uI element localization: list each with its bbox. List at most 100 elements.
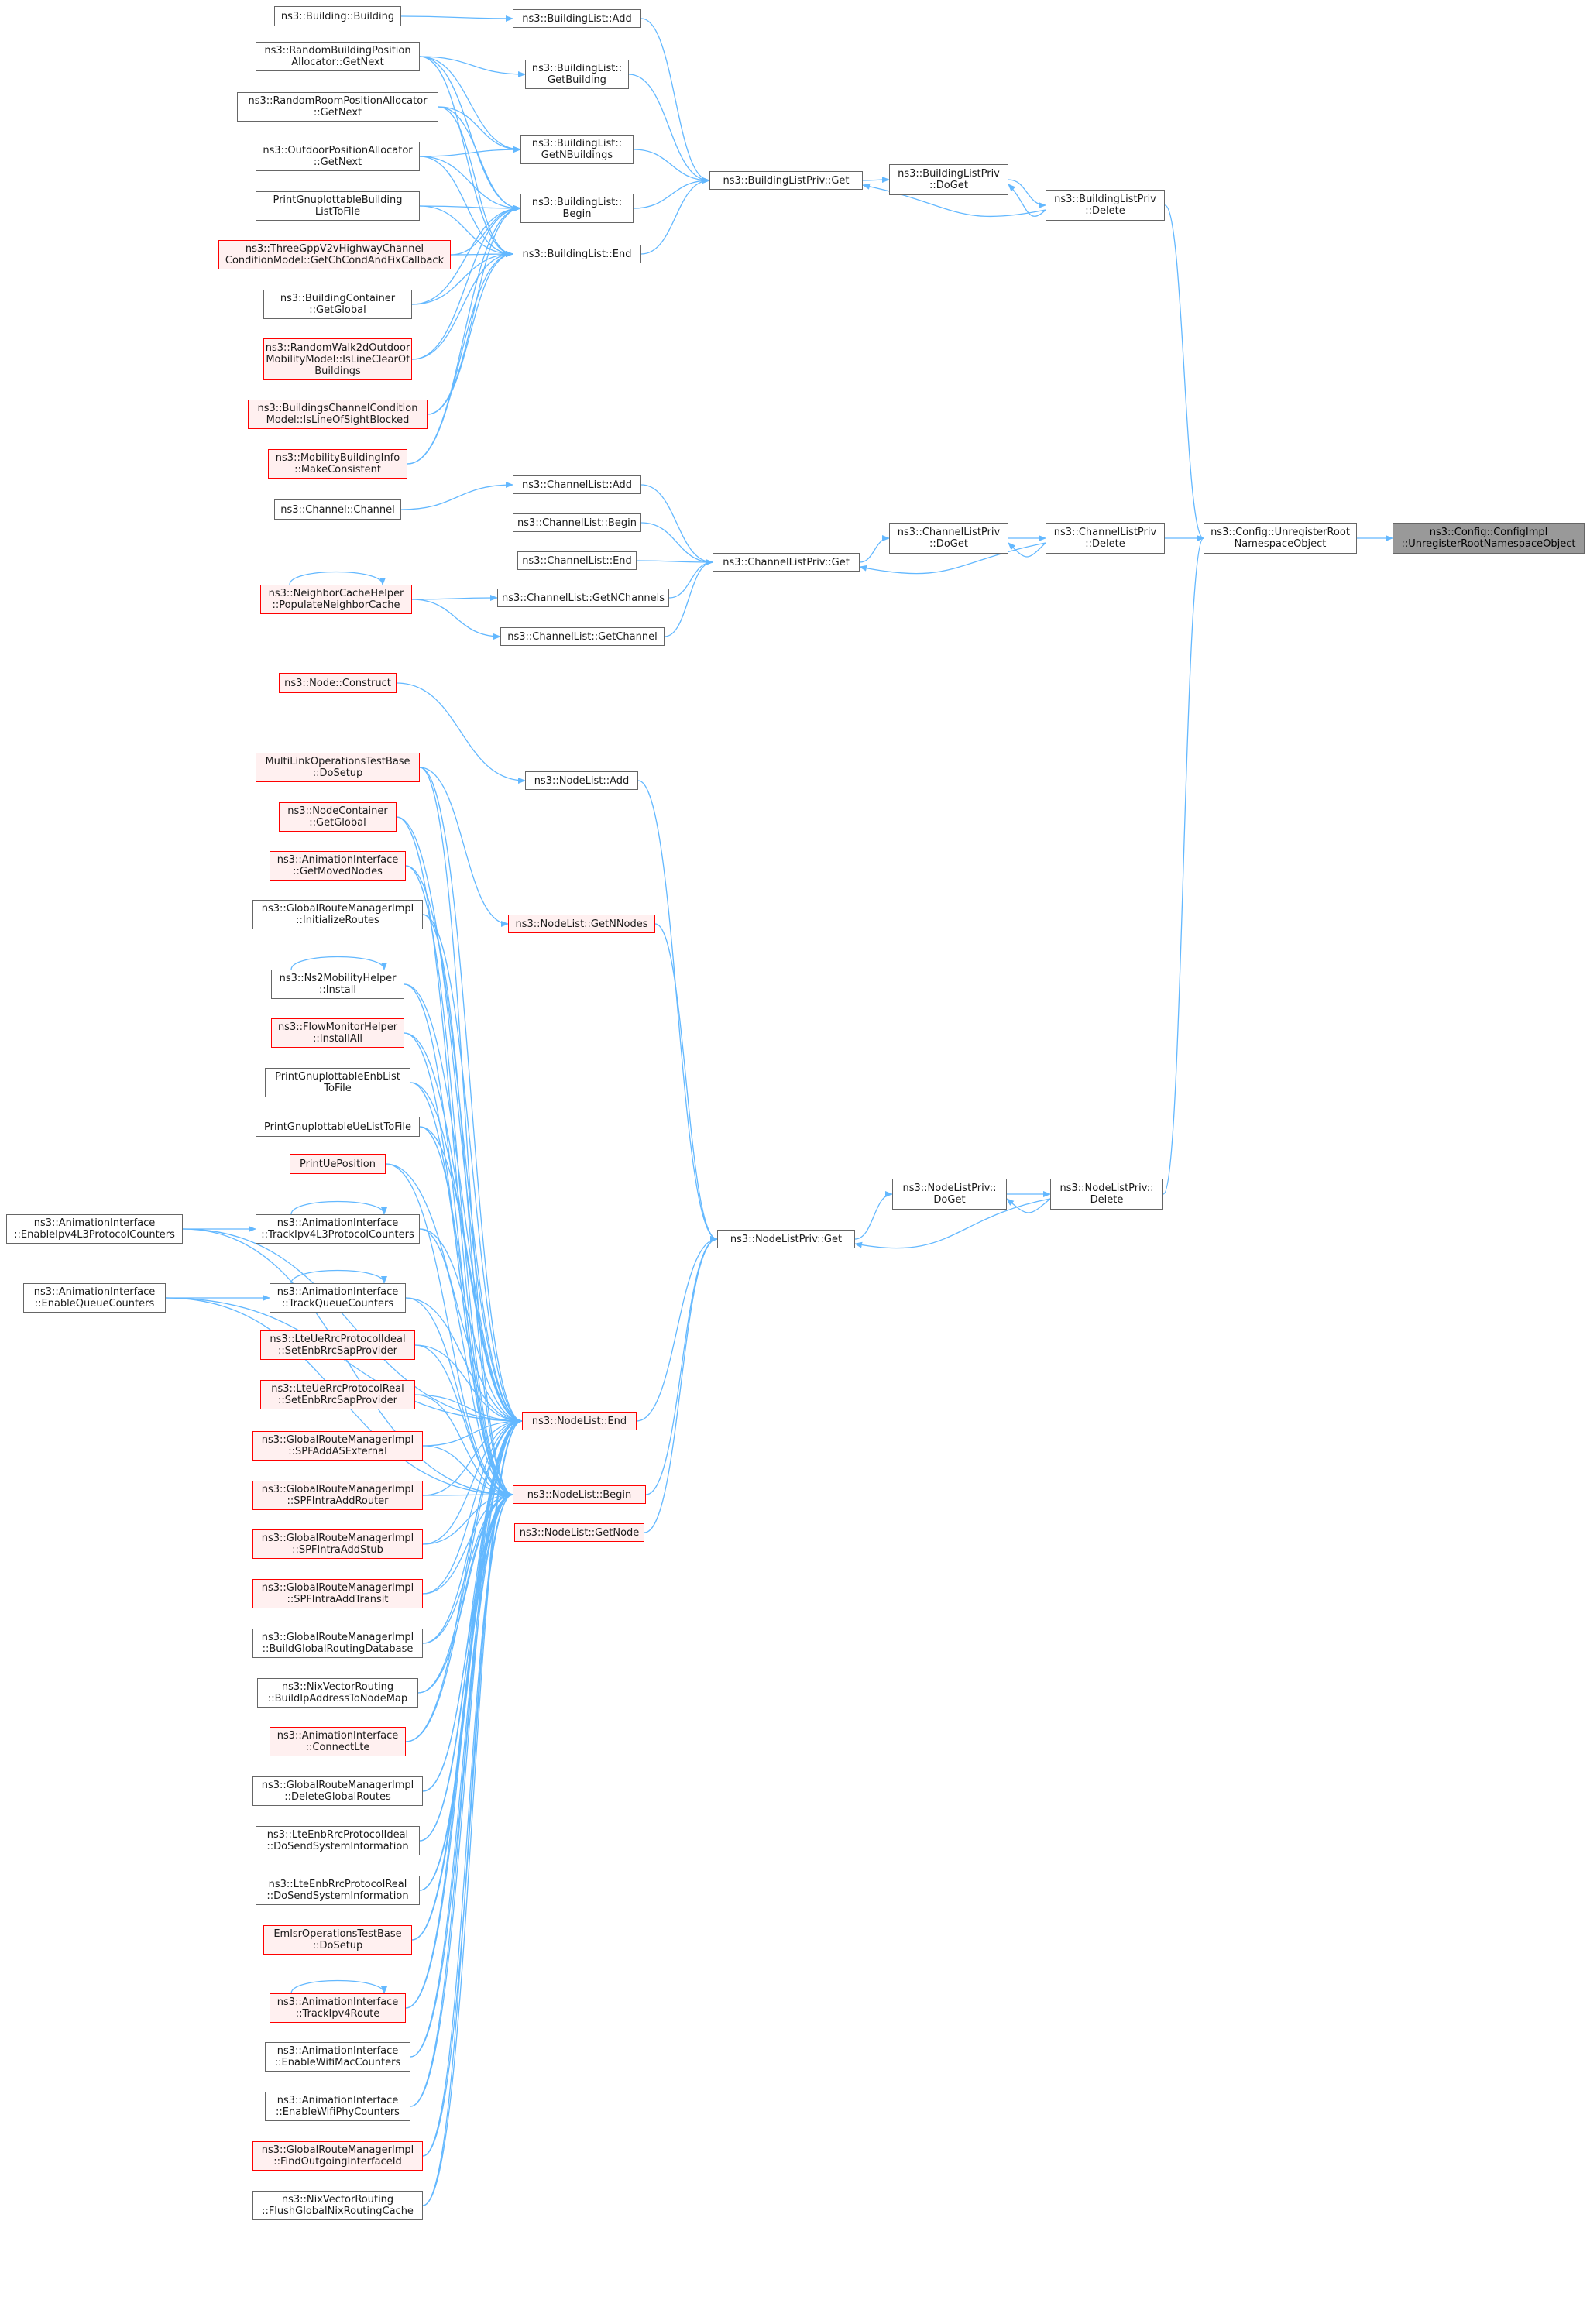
- graph-node-cladd[interactable]: ns3::ChannelList::Add: [513, 475, 641, 494]
- graph-edge-bb-to-bladd: [400, 15, 513, 22]
- graph-node-clend[interactable]: ns3::ChannelList::End: [517, 551, 637, 570]
- graph-node-blpdel[interactable]: ns3::BuildingListPriv ::Delete: [1046, 190, 1165, 221]
- graph-node-lteideal[interactable]: ns3::LteUeRrcProtocolIdeal ::SetEnbRrcSa…: [260, 1330, 415, 1360]
- graph-edge-lteideal-to-nlend: [414, 1344, 523, 1424]
- graph-edge-clend-to-clpget: [636, 558, 713, 565]
- graph-edge-blbegin-to-blpget: [633, 177, 710, 209]
- graph-node-aitipc[interactable]: ns3::AnimationInterface ::TrackIpv4L3Pro…: [256, 1214, 420, 1244]
- graph-node-mlots[interactable]: MultiLinkOperationsTestBase ::DoSetup: [256, 753, 420, 782]
- graph-node-grmdel[interactable]: ns3::GlobalRouteManagerImpl ::DeleteGlob…: [252, 1776, 423, 1806]
- graph-node-opa[interactable]: ns3::OutdoorPositionAllocator ::GetNext: [256, 142, 420, 171]
- graph-edge-nlbegin-to-nlpget: [645, 1236, 718, 1495]
- graph-edge-nixflush-to-nlbegin: [422, 1492, 513, 2206]
- graph-node-clbegin[interactable]: ns3::ChannelList::Begin: [513, 513, 641, 532]
- graph-node-blbegin[interactable]: ns3::BuildingList:: Begin: [520, 194, 634, 223]
- graph-node-clpget[interactable]: ns3::ChannelListPriv::Get: [713, 553, 860, 572]
- graph-node-aiwmac[interactable]: ns3::AnimationInterface ::EnableWifiMacC…: [265, 2042, 410, 2072]
- graph-edge-aitr-to-nlend: [405, 1418, 523, 2009]
- graph-node-ncgg[interactable]: ns3::NodeContainer ::GetGlobal: [279, 802, 397, 832]
- graph-node-grmfoi[interactable]: ns3::GlobalRouteManagerImpl ::FindOutgoi…: [252, 2141, 423, 2171]
- graph-node-bccm[interactable]: ns3::BuildingsChannelCondition Model::Is…: [248, 400, 428, 429]
- graph-node-nlpdel[interactable]: ns3::NodeListPriv:: Delete: [1050, 1179, 1163, 1210]
- graph-node-spfstub[interactable]: ns3::GlobalRouteManagerImpl ::SPFIntraAd…: [252, 1529, 423, 1559]
- graph-node-nixflush[interactable]: ns3::NixVectorRouting ::FlushGlobalNixRo…: [252, 2191, 423, 2220]
- graph-node-aieqc[interactable]: ns3::AnimationInterface ::EnableQueueCou…: [23, 1283, 166, 1313]
- graph-node-ltereal[interactable]: ns3::LteUeRrcProtocolReal ::SetEnbRrcSap…: [260, 1380, 415, 1409]
- graph-node-enbideal[interactable]: ns3::LteEnbRrcProtocolIdeal ::DoSendSyst…: [256, 1826, 420, 1855]
- graph-edge-bccm-to-blend: [427, 251, 513, 415]
- graph-node-clpdoget[interactable]: ns3::ChannelListPriv ::DoGet: [889, 523, 1008, 554]
- graph-edge-aitqc-to-nlend: [405, 1297, 523, 1424]
- graph-node-bladd[interactable]: ns3::BuildingList::Add: [513, 9, 641, 28]
- graph-node-nlgetnode[interactable]: ns3::NodeList::GetNode: [514, 1523, 644, 1542]
- graph-edge-pue-to-nlend: [385, 1163, 523, 1424]
- graph-node-clpdel[interactable]: ns3::ChannelListPriv ::Delete: [1046, 523, 1165, 554]
- graph-edge-aiwmac-to-nlend: [410, 1418, 523, 2058]
- graph-edge-grmir-to-nlbegin: [422, 914, 513, 1498]
- graph-node-nlbegin[interactable]: ns3::NodeList::Begin: [513, 1485, 646, 1504]
- graph-node-bcont[interactable]: ns3::BuildingContainer ::GetGlobal: [263, 290, 412, 319]
- graph-node-nch[interactable]: ns3::NeighborCacheHelper ::PopulateNeigh…: [260, 585, 412, 614]
- graph-edge-aitipc-to-nlend: [419, 1228, 523, 1424]
- graph-node-aitqc[interactable]: ns3::AnimationInterface ::TrackQueueCoun…: [270, 1283, 406, 1313]
- graph-edge-aiclte-to-nlbegin: [405, 1492, 513, 1742]
- graph-node-rw2d[interactable]: ns3::RandomWalk2dOutdoor MobilityModel::…: [263, 338, 412, 380]
- graph-node-rbpa[interactable]: ns3::RandomBuildingPosition Allocator::G…: [256, 42, 420, 71]
- graph-node-aiclte[interactable]: ns3::AnimationInterface ::ConnectLte: [270, 1727, 406, 1756]
- graph-node-pgbl[interactable]: PrintGnuplottableBuilding ListToFile: [256, 191, 420, 221]
- graph-node-grmir[interactable]: ns3::GlobalRouteManagerImpl ::Initialize…: [252, 900, 423, 929]
- graph-node-aiwphy[interactable]: ns3::AnimationInterface ::EnableWifiPhyC…: [265, 2092, 410, 2121]
- graph-node-spfase[interactable]: ns3::GlobalRouteManagerImpl ::SPFAddASEx…: [252, 1431, 423, 1461]
- graph-node-blpget[interactable]: ns3::BuildingListPriv::Get: [709, 171, 863, 190]
- graph-edge-mlots-to-nlend: [419, 767, 523, 1424]
- graph-edge-rrpa-to-blend: [438, 106, 513, 257]
- graph-node-rrpa[interactable]: ns3::RandomRoomPositionAllocator ::GetNe…: [237, 92, 438, 122]
- graph-node-ns2[interactable]: ns3::Ns2MobilityHelper ::Install: [271, 970, 404, 999]
- graph-edge-rbpa-to-blend: [419, 56, 513, 257]
- graph-node-mbi[interactable]: ns3::MobilityBuildingInfo ::MakeConsiste…: [268, 449, 407, 479]
- graph-node-root[interactable]: ns3::Config::ConfigImpl ::UnregisterRoot…: [1393, 523, 1585, 554]
- graph-node-nladd[interactable]: ns3::NodeList::Add: [525, 771, 638, 790]
- graph-edge-nch-to-nch: [289, 571, 386, 585]
- graph-edge-nlpget-to-nlpdoget: [854, 1191, 893, 1240]
- graph-edge-grmdel-to-nlend: [422, 1418, 523, 1792]
- graph-edge-nlgetnode-to-nlpget: [644, 1236, 718, 1533]
- graph-node-bgrd[interactable]: ns3::GlobalRouteManagerImpl ::BuildGloba…: [252, 1629, 423, 1658]
- graph-node-pgenb[interactable]: PrintGnuplottableEnbList ToFile: [265, 1068, 410, 1097]
- graph-edge-aitr-to-aitr: [290, 1979, 387, 1994]
- graph-node-chch[interactable]: ns3::Channel::Channel: [274, 499, 401, 520]
- graph-node-cfgunreg[interactable]: ns3::Config::UnregisterRoot NamespaceObj…: [1204, 523, 1357, 554]
- graph-edge-nch-to-clgetc: [411, 599, 501, 640]
- graph-node-bb[interactable]: ns3::Building::Building: [274, 6, 401, 26]
- graph-node-nlend[interactable]: ns3::NodeList::End: [522, 1412, 637, 1430]
- graph-edge-bcont-to-blbegin: [411, 205, 521, 305]
- graph-node-blgetn[interactable]: ns3::BuildingList:: GetNBuildings: [520, 135, 634, 164]
- graph-node-aitr[interactable]: ns3::AnimationInterface ::TrackIpv4Route: [270, 1993, 406, 2023]
- graph-node-nlpdoget[interactable]: ns3::NodeListPriv:: DoGet: [892, 1179, 1007, 1210]
- graph-node-tgpp[interactable]: ns3::ThreeGppV2vHighwayChannel Condition…: [218, 240, 451, 269]
- graph-edge-blpdel-to-cfgunreg: [1164, 204, 1204, 541]
- graph-node-fmh[interactable]: ns3::FlowMonitorHelper ::InstallAll: [271, 1018, 404, 1048]
- graph-node-aieipc[interactable]: ns3::AnimationInterface ::EnableIpv4L3Pr…: [6, 1214, 183, 1244]
- graph-node-blpdoget[interactable]: ns3::BuildingListPriv ::DoGet: [889, 164, 1008, 195]
- graph-node-blend[interactable]: ns3::BuildingList::End: [513, 245, 641, 263]
- graph-edge-aiwphy-to-nlend: [410, 1418, 523, 2107]
- graph-node-aigmn[interactable]: ns3::AnimationInterface ::GetMovedNodes: [270, 851, 406, 881]
- graph-node-emlsr[interactable]: EmlsrOperationsTestBase ::DoSetup: [263, 1925, 412, 1955]
- graph-edge-opa-to-blbegin: [419, 156, 521, 211]
- graph-node-pue[interactable]: PrintUePosition: [290, 1154, 386, 1174]
- graph-edge-cladd-to-clpget: [640, 484, 713, 565]
- graph-node-nodecons[interactable]: ns3::Node::Construct: [279, 673, 397, 693]
- graph-node-enbreal[interactable]: ns3::LteEnbRrcProtocolReal ::DoSendSyste…: [256, 1876, 420, 1905]
- graph-edge-blend-to-blpget: [640, 177, 710, 255]
- graph-node-spftransit[interactable]: ns3::GlobalRouteManagerImpl ::SPFIntraAd…: [252, 1579, 423, 1608]
- graph-node-spfrouter[interactable]: ns3::GlobalRouteManagerImpl ::SPFIntraAd…: [252, 1481, 423, 1510]
- graph-node-nixbuild[interactable]: ns3::NixVectorRouting ::BuildIpAddressTo…: [257, 1678, 418, 1708]
- graph-node-pgue[interactable]: PrintGnuplottableUeListToFile: [256, 1117, 420, 1137]
- graph-node-clgetc[interactable]: ns3::ChannelList::GetChannel: [500, 627, 665, 646]
- graph-node-clgetn[interactable]: ns3::ChannelList::GetNChannels: [497, 589, 669, 607]
- graph-node-nlgetn[interactable]: ns3::NodeList::GetNNodes: [508, 915, 655, 933]
- graph-node-blgetb[interactable]: ns3::BuildingList:: GetBuilding: [525, 60, 629, 89]
- graph-edge-rw2d-to-blbegin: [411, 205, 521, 360]
- graph-node-nlpget[interactable]: ns3::NodeListPriv::Get: [717, 1230, 855, 1248]
